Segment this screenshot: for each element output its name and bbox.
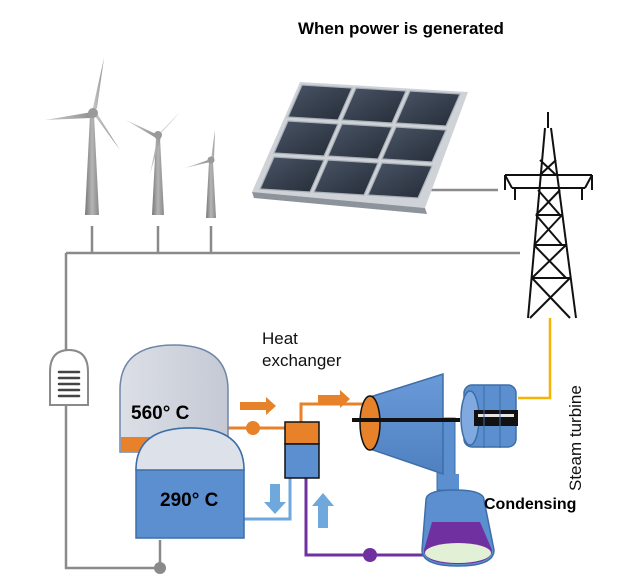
condenser — [421, 474, 495, 567]
wind-turbine-icon — [126, 112, 180, 215]
cold-tank-temperature: 290° C — [160, 490, 219, 511]
heat-exchanger-label-line2: exchanger — [262, 351, 342, 370]
page-title: When power is generated — [298, 19, 504, 38]
solar-panel-icon — [252, 82, 468, 214]
heat-exchanger-label: Heat exchanger — [262, 328, 341, 372]
cold-fluid-line — [243, 478, 292, 521]
wind-turbine-icon — [45, 58, 120, 215]
cold-tank — [135, 427, 245, 539]
cold-flow-arrow-icon — [312, 493, 334, 528]
heat-exchanger-label-line1: Heat — [262, 329, 298, 348]
hot-tank-temperature: 560° C — [131, 403, 190, 424]
solar-cell — [395, 90, 461, 127]
transmission-tower-icon — [504, 112, 593, 319]
heat-exchanger — [284, 421, 320, 479]
power-line — [518, 318, 552, 400]
electric-heater-icon — [49, 348, 89, 406]
solar-cell — [259, 156, 325, 193]
solar-cell — [273, 120, 339, 157]
wind-turbine-icon — [185, 130, 232, 218]
solar-cell — [313, 159, 379, 196]
generator-icon — [460, 384, 518, 448]
steam-turbine-label: Steam turbine — [566, 385, 585, 491]
cold-flow-arrow-icon — [264, 484, 286, 514]
grid-junction — [154, 562, 166, 574]
solar-cell — [367, 162, 433, 199]
solar-cell — [327, 123, 393, 160]
hot-flow-arrow-icon — [240, 397, 276, 415]
solar-cell — [287, 84, 353, 121]
steam-turbine — [352, 372, 518, 491]
solar-cell — [381, 126, 447, 163]
condensate-pump-icon — [363, 548, 377, 562]
condensate-line — [304, 478, 425, 557]
hot-flow-arrow-icon — [318, 390, 350, 408]
hot-pump-icon — [246, 421, 260, 435]
solar-cell — [341, 87, 407, 124]
condensing-label: Condensing — [484, 496, 577, 513]
